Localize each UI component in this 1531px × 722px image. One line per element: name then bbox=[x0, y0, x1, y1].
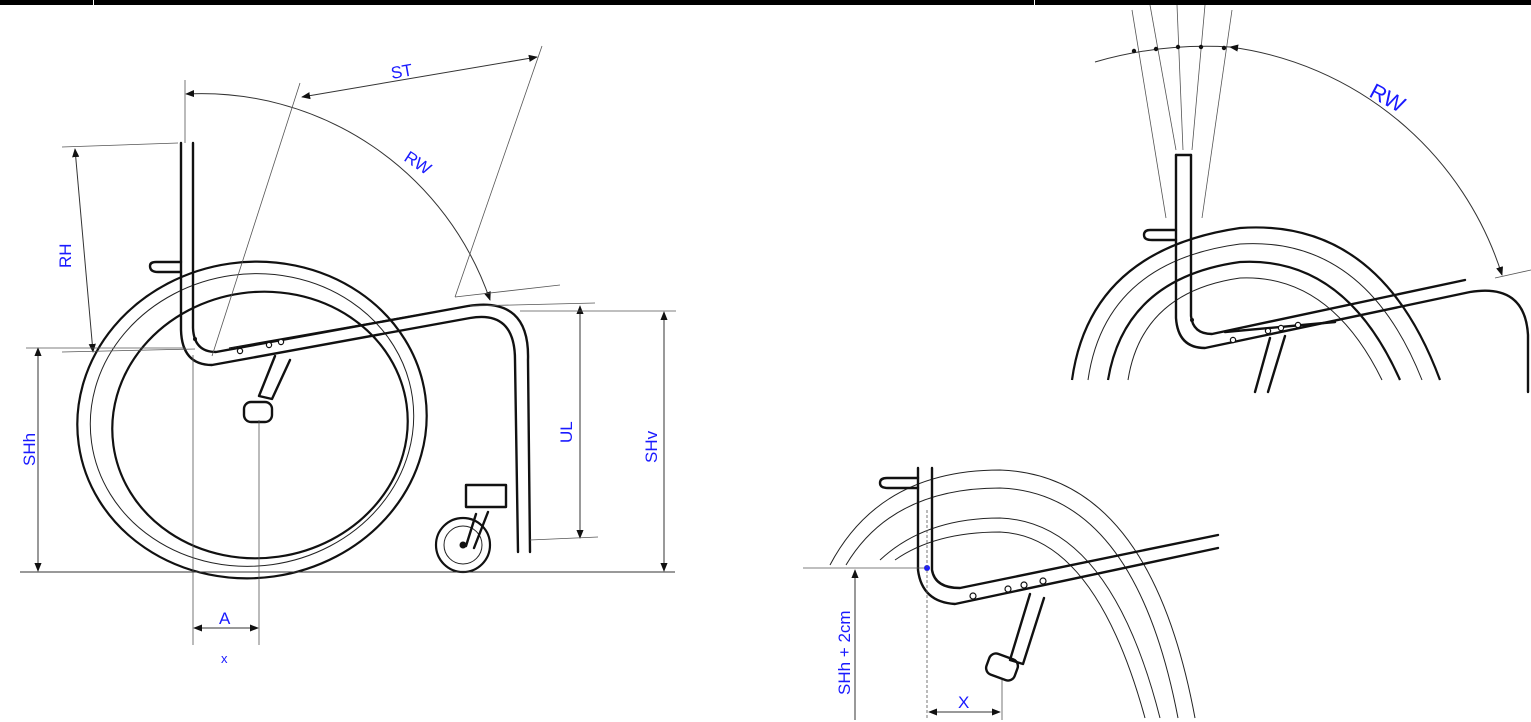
angle-dot bbox=[1221, 45, 1227, 51]
detail-brake-arm bbox=[1253, 334, 1287, 394]
detail-frame-main bbox=[1174, 153, 1530, 394]
frame-hole bbox=[236, 347, 244, 355]
ul-guide bbox=[529, 536, 599, 541]
rh-dimension bbox=[72, 148, 96, 353]
rw-guide bbox=[454, 284, 561, 298]
frame-hole bbox=[1004, 585, 1012, 593]
caster-fork bbox=[464, 510, 490, 550]
label-rw: RW bbox=[401, 147, 435, 178]
label-rw-detail: RW bbox=[1366, 78, 1410, 117]
label-rh: RH bbox=[56, 243, 75, 268]
sh-wheel-inner bbox=[845, 487, 1179, 719]
frame-hole bbox=[265, 341, 273, 349]
frame-hole bbox=[1277, 324, 1285, 332]
st-guide bbox=[454, 45, 543, 298]
label-st: ST bbox=[389, 60, 414, 82]
frame-hole bbox=[277, 338, 285, 346]
fan-line bbox=[1201, 9, 1233, 219]
st-guide bbox=[211, 82, 301, 357]
label-shv: SHv bbox=[642, 430, 661, 463]
fan-line bbox=[1191, 4, 1206, 151]
detail-handrim-inner bbox=[1127, 277, 1383, 381]
rw-detail-arc-left bbox=[1094, 45, 1231, 63]
rh-guide bbox=[61, 348, 196, 353]
frame-pivot bbox=[193, 337, 197, 341]
side-view: ST RW RH SHh UL SHv A x bbox=[20, 45, 676, 666]
sh-handrim bbox=[879, 517, 1161, 719]
rear-wheel-outer bbox=[76, 260, 428, 580]
border-tick bbox=[1034, 0, 1035, 5]
footrest bbox=[464, 483, 508, 509]
fan-line bbox=[1131, 9, 1167, 219]
ul-guide bbox=[469, 302, 596, 307]
label-x-small: x bbox=[221, 651, 228, 666]
rear-wheel-inner bbox=[89, 273, 415, 567]
sh-handrim-inner bbox=[894, 531, 1146, 719]
sh-axle-hub bbox=[984, 652, 1020, 682]
label-shh-plus-2cm: SHh + 2cm bbox=[835, 610, 854, 695]
rw-detail-guide bbox=[1494, 269, 1531, 279]
st-dimension bbox=[301, 54, 538, 100]
rw-arc bbox=[185, 90, 491, 301]
detail-wheel-outer bbox=[1070, 226, 1442, 381]
sh-frame-main bbox=[916, 466, 1220, 606]
seat-rail bbox=[228, 307, 457, 349]
caster-wheel-inner bbox=[443, 525, 483, 565]
detail-handrim bbox=[1106, 260, 1402, 381]
caster-hub bbox=[459, 541, 467, 549]
frame-pivot bbox=[1190, 318, 1194, 322]
label-ul: UL bbox=[557, 421, 576, 443]
rh-guide bbox=[61, 142, 179, 148]
sh-push-handle bbox=[878, 476, 920, 490]
frame-hole bbox=[1229, 336, 1237, 344]
frame-hole bbox=[1264, 327, 1272, 335]
chair-frame-main bbox=[179, 141, 520, 554]
sh-wheel-outer bbox=[829, 469, 1196, 719]
border-tick bbox=[93, 0, 94, 5]
sh-frame-outer bbox=[930, 466, 1220, 590]
push-handle bbox=[148, 260, 183, 274]
rw-detail-arc bbox=[1229, 44, 1503, 276]
detail-frame-outer bbox=[1189, 153, 1467, 336]
frame-hole bbox=[1039, 577, 1047, 585]
top-border-bar bbox=[0, 0, 1531, 5]
frame-hole bbox=[969, 592, 977, 600]
fan-line bbox=[1149, 4, 1177, 151]
label-a: A bbox=[219, 609, 231, 628]
rw-detail-view: RW bbox=[1070, 4, 1531, 394]
label-shh: SHh bbox=[20, 433, 39, 466]
angle-dot bbox=[1175, 44, 1181, 50]
angle-dot bbox=[1198, 44, 1204, 50]
seat-height-detail-view: SHh + 2cm X bbox=[803, 466, 1220, 720]
frame-hole bbox=[1020, 581, 1028, 589]
angle-dot bbox=[1153, 46, 1159, 52]
frame-hole bbox=[1294, 321, 1302, 329]
detail-push-handle bbox=[1142, 228, 1178, 242]
fan-line bbox=[1176, 4, 1184, 151]
axle-hub bbox=[242, 400, 274, 424]
angle-dot bbox=[1131, 48, 1137, 54]
sh-brake-arm bbox=[1008, 592, 1046, 666]
chair-frame-outer bbox=[191, 141, 532, 554]
label-x: X bbox=[958, 693, 969, 712]
brake-arm bbox=[257, 354, 292, 401]
